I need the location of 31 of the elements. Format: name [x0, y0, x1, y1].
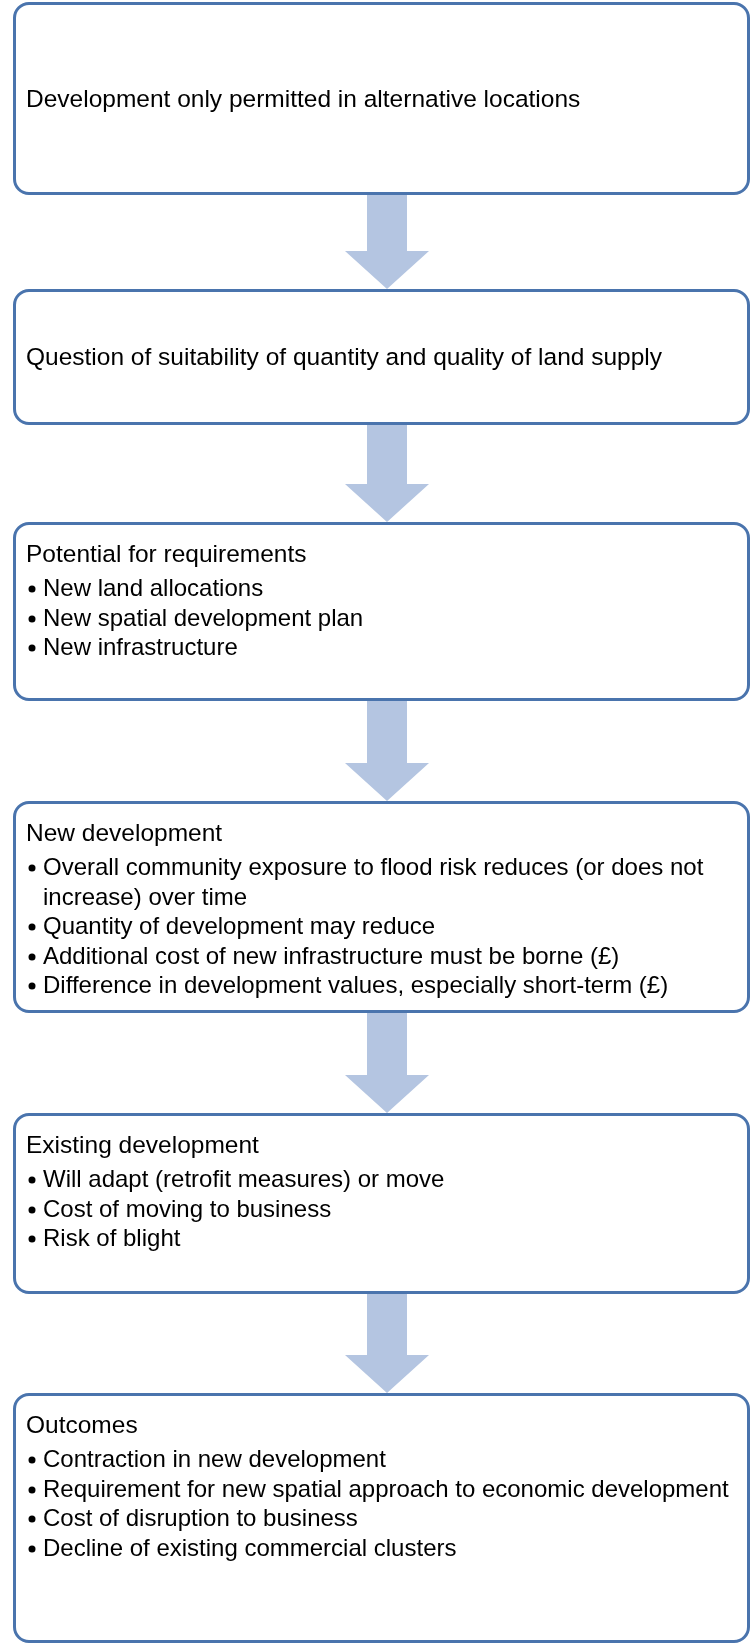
bullet-text: Decline of existing commercial clusters — [43, 1533, 457, 1561]
block-arrow — [345, 1013, 429, 1113]
bullet-text: Overall community exposure to flood risk reduces (or does not increase) over time — [43, 853, 704, 910]
process-box — [13, 289, 750, 425]
bullet-text: Risk of blight — [43, 1224, 181, 1251]
bullet-text: New spatial development plan — [43, 603, 364, 631]
process-box — [13, 801, 750, 1013]
block-arrow — [345, 701, 429, 801]
block-arrow — [345, 425, 429, 522]
box-heading: Potential for requirements — [26, 539, 308, 569]
box-heading: Development only permitted in alternative locations — [26, 83, 582, 114]
box-heading: Question of suitability of quantity and quality of land supply — [26, 342, 664, 372]
bullet-text: Requirement for new spatial approach to economic development — [43, 1474, 729, 1502]
bullet-text: Quantity of development may reduce — [43, 912, 436, 939]
block-arrow — [345, 195, 429, 289]
process-box — [13, 1113, 750, 1294]
bullet-text: New land allocations — [43, 574, 264, 601]
bullet-text: Will adapt (retrofit measures) or move — [43, 1165, 445, 1192]
bullet-text: New infrastructure — [43, 633, 238, 660]
process-box — [13, 522, 750, 701]
box-heading: Existing development — [26, 1130, 260, 1160]
block-arrow — [345, 1294, 429, 1393]
bullet-text: Cost of disruption to business — [43, 1504, 358, 1531]
bullet-text: Cost of moving to business — [43, 1194, 332, 1222]
box-heading: Outcomes — [26, 1410, 139, 1440]
process-box — [13, 2, 750, 195]
bullet-text: Additional cost of new infrastructure must be borne (£) — [43, 941, 620, 969]
bullet-text: Difference in development values, especially short-term (£) — [43, 971, 669, 998]
process-box — [13, 1393, 750, 1643]
bullet-text: Contraction in new development — [43, 1445, 386, 1472]
box-heading: New development — [26, 818, 224, 848]
